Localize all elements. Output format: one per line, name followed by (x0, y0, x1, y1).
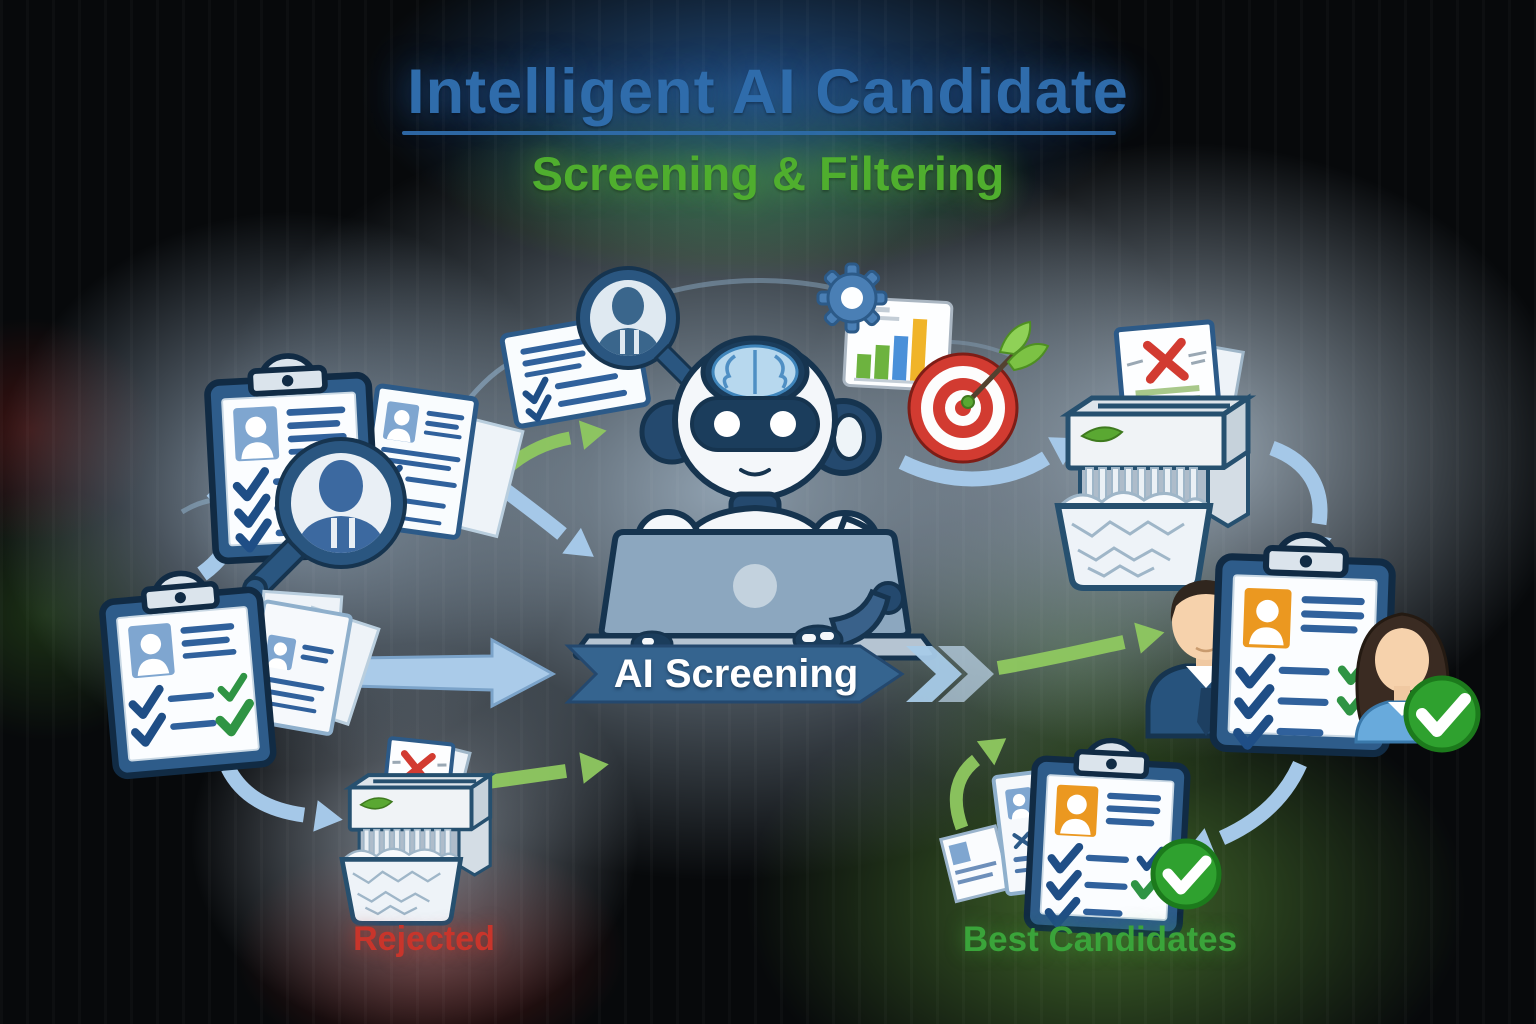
arrow-to-banner (350, 637, 557, 709)
arrow-green-to-candidates (996, 622, 1165, 675)
shredder-icon (342, 775, 490, 923)
clipboard-icon (1026, 737, 1189, 936)
clipboard-icon (100, 567, 275, 777)
page-title: Intelligent AI Candidate (407, 57, 1129, 127)
page-subtitle: Screening & Filtering (531, 147, 1005, 200)
arrow-cluster-to-robot (500, 484, 594, 557)
check-badge-icon (1150, 838, 1222, 910)
magnifier-icon (242, 437, 407, 602)
ai-screening-label: AI Screening (613, 652, 859, 696)
screened-document (499, 266, 711, 429)
target-icon (907, 320, 1050, 464)
rejected-label: Rejected (353, 920, 495, 958)
ai-screening-ribbon (564, 644, 994, 704)
best-candidates-stack (939, 737, 1222, 936)
screened-out-shredder (1058, 319, 1248, 588)
bar-chart-icon (853, 318, 928, 385)
gear-icon (816, 262, 888, 334)
title-underline (402, 131, 1116, 135)
resume-stack-top-left (206, 352, 525, 602)
check-badge-icon (1403, 675, 1481, 753)
resume-stack-left (100, 567, 381, 777)
chevron-icon (906, 646, 962, 702)
arrow-down-left-2 (221, 764, 343, 832)
best-candidates-group (1145, 532, 1481, 754)
arrow-green-curve-up (949, 738, 1007, 831)
arrow-green-from-shredder (487, 752, 609, 789)
clipboard-icon (1213, 532, 1394, 754)
rejected-shredder (342, 736, 490, 923)
best-candidates-label: Best Candidates (962, 920, 1238, 959)
chevron-icon (938, 646, 994, 702)
